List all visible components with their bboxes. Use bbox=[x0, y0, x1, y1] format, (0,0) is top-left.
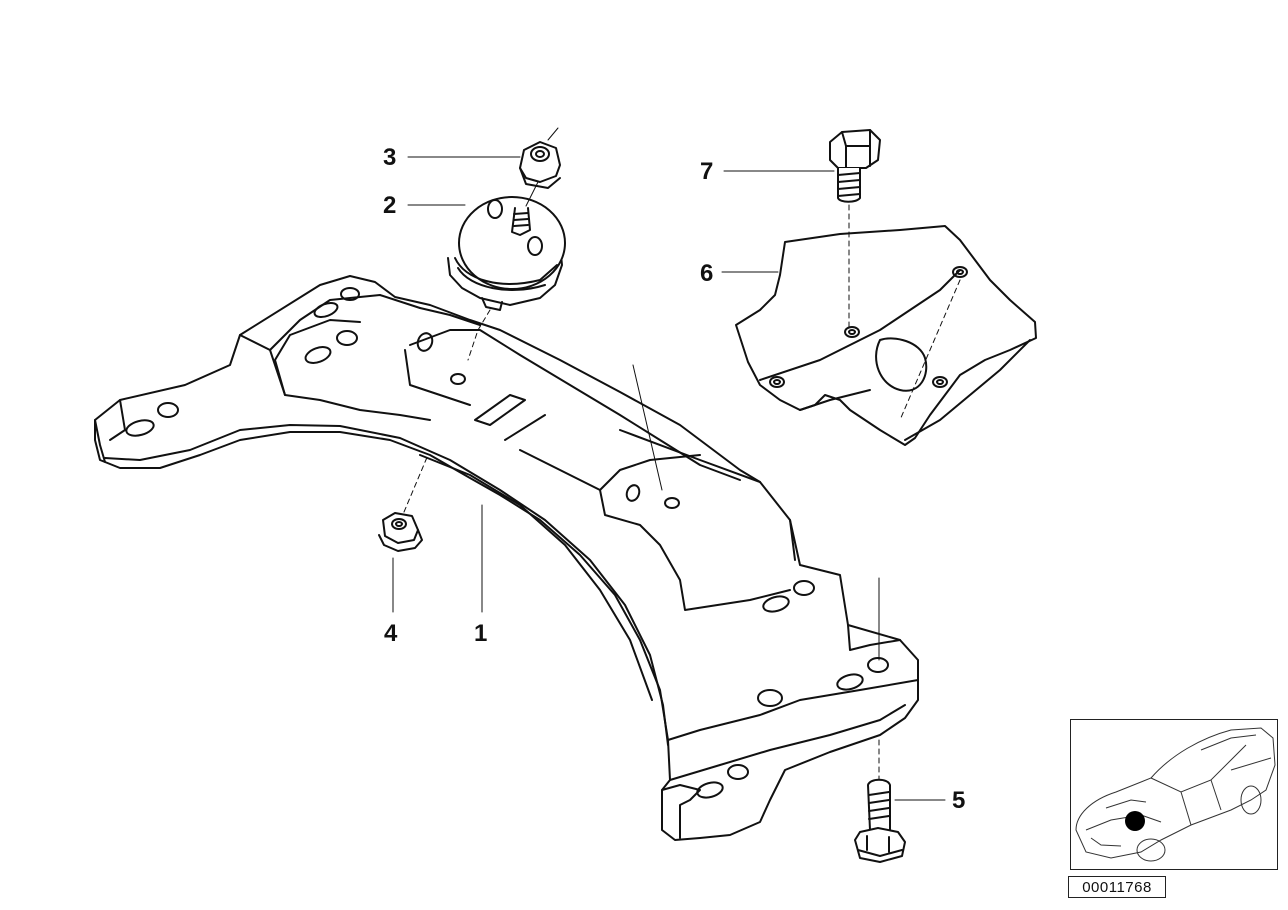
callout-3: 3 bbox=[383, 144, 397, 171]
callout-6: 6 bbox=[700, 260, 714, 287]
vehicle-location-thumbnail bbox=[1070, 719, 1278, 870]
callout-2: 2 bbox=[383, 192, 397, 219]
callout-leaders bbox=[407, 156, 946, 801]
heat-shield-plate bbox=[632, 225, 1037, 491]
transmission-crossmember bbox=[94, 275, 919, 841]
callout-5: 5 bbox=[952, 787, 966, 814]
callout-4: 4 bbox=[384, 620, 398, 647]
callout-7: 7 bbox=[700, 158, 714, 185]
location-marker bbox=[1125, 811, 1145, 831]
flange-bolt-bottom bbox=[854, 577, 906, 863]
flange-nut-left bbox=[378, 454, 429, 613]
car-outline-icon bbox=[1075, 727, 1276, 862]
callout-1: 1 bbox=[474, 620, 488, 647]
hex-bolt-top bbox=[829, 129, 881, 331]
hex-nut-top bbox=[519, 127, 561, 207]
document-number: 00011768 bbox=[1068, 876, 1166, 898]
rubber-mount bbox=[447, 196, 566, 361]
